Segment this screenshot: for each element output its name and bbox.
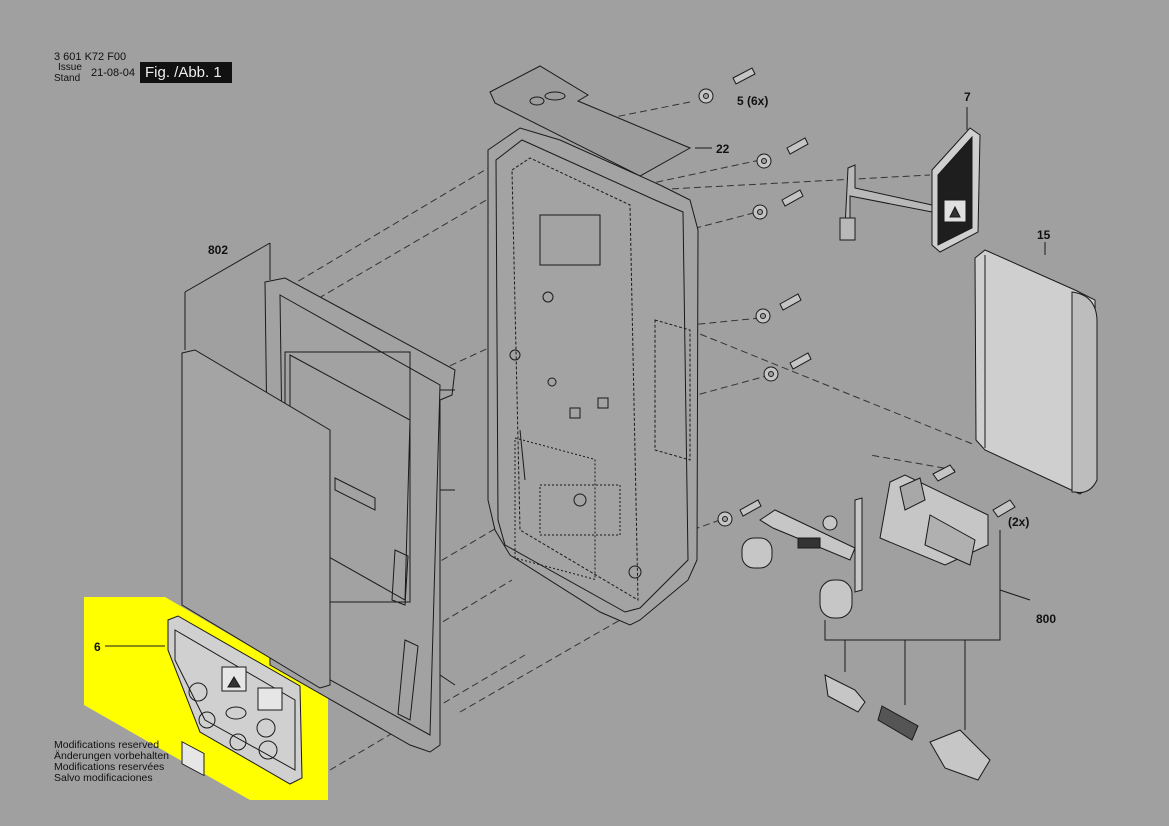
issue-date: 21-08-04	[91, 67, 136, 79]
note-line-es: Salvo modificaciones	[54, 772, 153, 784]
window-panel	[181, 349, 331, 689]
callout-22: 22	[716, 142, 730, 156]
figure-label: Fig. /Abb. 1	[140, 62, 232, 83]
note-line-de: Änderungen vorbehalten	[54, 750, 170, 762]
housing-body	[487, 127, 699, 626]
part-800-assembly	[741, 474, 991, 781]
screws-and-washers	[698, 67, 1016, 527]
callout-2x: (2x)	[1008, 515, 1030, 529]
part-7-board	[839, 127, 981, 253]
part-6-keypad	[167, 615, 303, 785]
callout-5: 5	[737, 94, 744, 108]
callout-800: 800	[1036, 612, 1057, 626]
callout-5-qty: (6x)	[747, 94, 769, 108]
callout-802: 802	[208, 243, 229, 257]
note-line-en: Modifications reserved	[54, 739, 160, 751]
callout-7: 7	[964, 90, 971, 104]
issue-label: Issue	[58, 62, 82, 73]
note-line-fr: Modifications reservées	[54, 761, 165, 773]
callout-6: 6	[94, 640, 101, 654]
modifications-note: Modifications reserved Änderungen vorbeh…	[54, 740, 169, 784]
part-number: 3 601 K72 F00	[54, 51, 127, 63]
callout-15: 15	[1037, 228, 1051, 242]
part-15-cover	[974, 249, 1098, 495]
stand-label: Stand	[54, 73, 81, 84]
part-22-plate	[489, 65, 692, 177]
